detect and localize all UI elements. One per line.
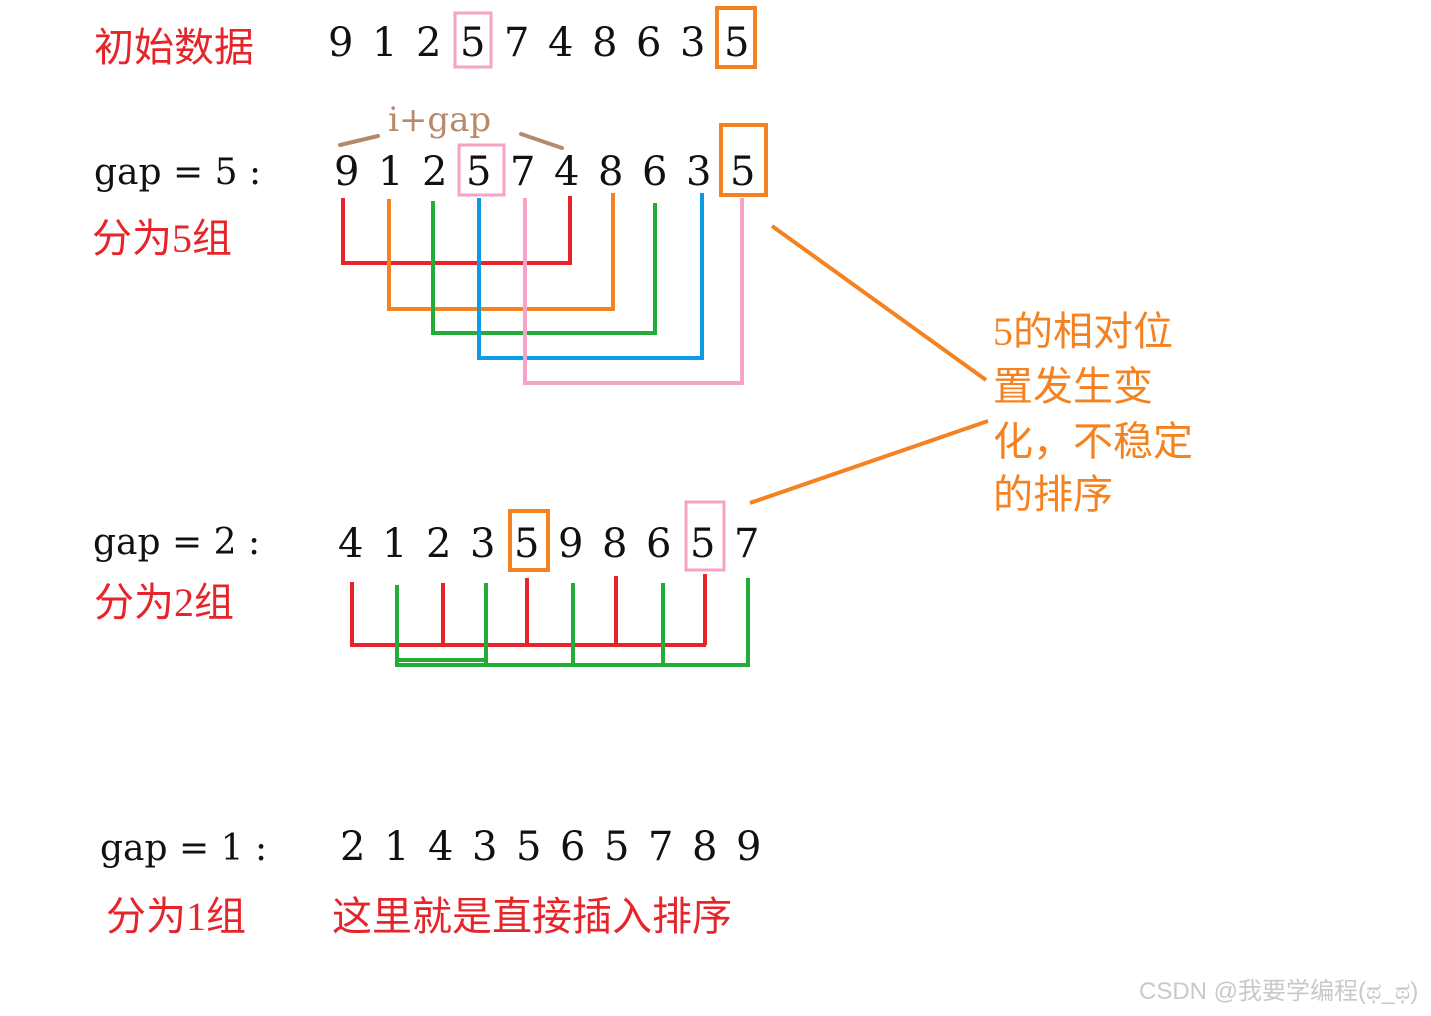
gap2-digit: 8 — [602, 521, 627, 567]
gap2-digit: 9 — [558, 521, 583, 567]
gap5-digit: 6 — [642, 149, 667, 195]
gap1-digit: 8 — [692, 824, 717, 870]
insertion-sort-note: 这里就是直接插入排序 — [332, 894, 732, 939]
gap2-label: gap = 2 : — [93, 522, 260, 563]
gap5-group-green — [431, 201, 657, 335]
gap5-orange-five-box — [719, 123, 768, 197]
stability-annotation: 5的相对位 置发生变 化，不稳定 的排序 — [993, 309, 1193, 517]
initial-digit: 9 — [328, 20, 353, 66]
initial-digit: 7 — [504, 20, 529, 66]
gap1-row: 2 1 4 3 5 6 5 7 8 9 — [340, 824, 761, 870]
gap2-group-red — [350, 574, 707, 647]
i-plus-gap-right-stroke — [519, 132, 564, 150]
gap5-pink-five-box — [457, 143, 506, 197]
gap1-digit: 9 — [736, 824, 761, 870]
initial-digit: 1 — [372, 20, 397, 66]
initial-digit: 5 — [724, 20, 749, 66]
initial-digit: 6 — [636, 20, 661, 66]
initial-digit: 8 — [592, 20, 617, 66]
gap5-digit: 2 — [422, 149, 447, 195]
orange-five-box — [715, 6, 757, 69]
gap2-pink-five-box — [684, 500, 726, 572]
annotation-pointer-bottom — [749, 419, 989, 505]
initial-row: 9 1 2 5 7 4 8 6 3 5 — [328, 20, 749, 66]
gap2-digit: 2 — [426, 521, 451, 567]
gap5-group-pink — [523, 198, 744, 385]
gap1-digit: 7 — [648, 824, 673, 870]
gap2-digit: 3 — [470, 521, 495, 567]
gap2-digit: 7 — [734, 521, 759, 567]
initial-digit: 2 — [416, 20, 441, 66]
group5-label: 分为5组 — [92, 216, 232, 261]
gap2-digit: 1 — [382, 521, 407, 567]
i-plus-gap-label: i+gap — [388, 100, 491, 140]
gap1-label: gap = 1 : — [100, 828, 267, 869]
initial-data-label: 初始数据 — [94, 25, 254, 70]
gap5-digit: 7 — [510, 149, 535, 195]
annotation-line: 的排序 — [993, 472, 1113, 517]
initial-digit: 4 — [548, 20, 573, 66]
initial-digit: 5 — [460, 20, 485, 66]
annotation-line: 置发生变 — [993, 364, 1153, 409]
annotation-line: 化，不稳定 — [993, 419, 1193, 464]
gap5-digit: 1 — [378, 149, 403, 195]
gap1-digit: 6 — [560, 824, 585, 870]
gap2-group-green — [395, 578, 750, 667]
gap5-group-blue — [477, 193, 704, 360]
gap5-digit: 5 — [730, 149, 755, 195]
gap1-digit: 5 — [604, 824, 629, 870]
initial-digit: 3 — [680, 20, 705, 66]
gap5-digit: 5 — [466, 149, 491, 195]
gap2-digit: 5 — [690, 521, 715, 567]
group1-label: 分为1组 — [106, 894, 246, 939]
gap2-digit: 4 — [338, 521, 363, 567]
gap2-digit: 5 — [514, 521, 539, 567]
gap1-digit: 5 — [516, 824, 541, 870]
gap5-digit: 3 — [686, 149, 711, 195]
gap2-row: 4 1 2 3 5 9 8 6 5 7 — [338, 521, 759, 567]
gap5-digit: 9 — [334, 149, 359, 195]
gap5-label: gap = 5 : — [94, 152, 261, 193]
gap1-digit: 3 — [472, 824, 497, 870]
gap1-digit: 4 — [428, 824, 453, 870]
gap2-digit: 6 — [646, 521, 671, 567]
gap1-digit: 1 — [384, 824, 409, 870]
gap5-digit: 8 — [598, 149, 623, 195]
annotation-line: 5的相对位 — [993, 309, 1173, 354]
gap1-digit: 2 — [340, 824, 365, 870]
i-plus-gap-left-stroke — [338, 134, 380, 147]
gap5-digit: 4 — [554, 149, 579, 195]
gap5-group-red — [341, 196, 572, 265]
csdn-watermark: CSDN @我要学编程(ಥ_ಥ) — [1139, 978, 1418, 1005]
gap5-row: 9 1 2 5 7 4 8 6 3 5 — [334, 149, 755, 195]
gap2-orange-five-box — [508, 509, 550, 572]
group2-label: 分为2组 — [94, 580, 234, 625]
annotation-pointer-top — [770, 224, 988, 382]
pink-five-box — [453, 11, 493, 69]
gap5-group-orange — [387, 193, 615, 311]
